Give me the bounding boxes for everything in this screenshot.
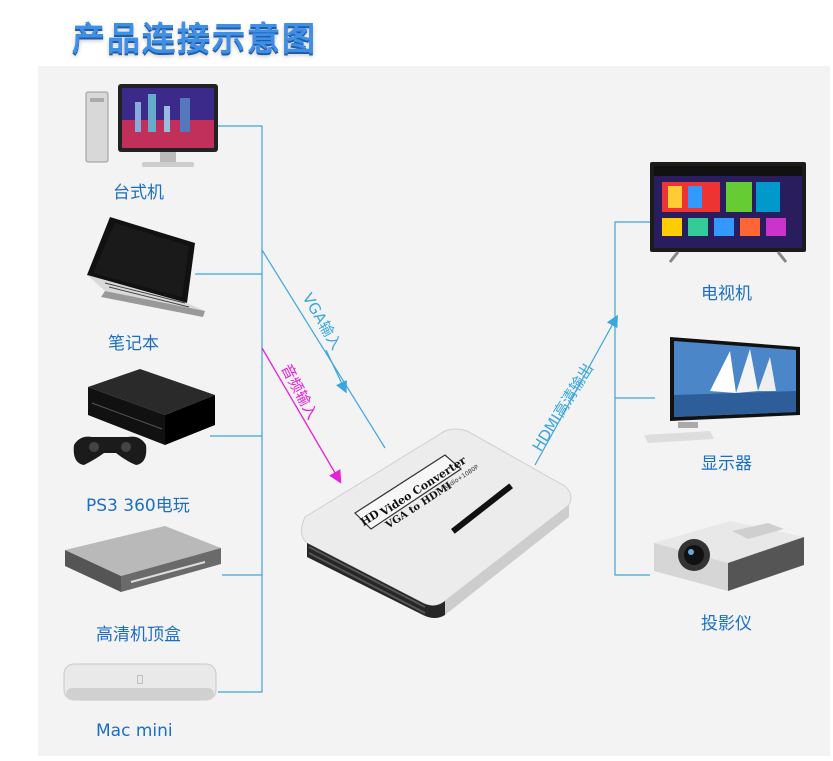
laptop-icon (87, 217, 205, 317)
input-label-desktop: 台式机 (113, 183, 164, 203)
converter-device (301, 428, 572, 618)
mac-mini-icon:  (63, 663, 217, 701)
audio-input-line (261, 347, 342, 484)
page-title: 产品连接示意图 (72, 19, 317, 58)
desktop-computer-icon (85, 84, 218, 167)
svg-text::  (137, 674, 143, 685)
output-label-monitor: 显示器 (701, 454, 752, 474)
output-label-tv: 电视机 (701, 284, 752, 304)
input-label-game-console: PS3 360电玩 (86, 496, 190, 516)
set-top-box-icon (65, 526, 221, 592)
monitor-icon (644, 337, 800, 443)
input-label-mac-mini: Mac mini (96, 721, 173, 741)
input-bus-line (218, 125, 263, 693)
input-label-set-top-box: 高清机顶盒 (96, 625, 181, 645)
projector-icon (654, 521, 804, 591)
tv-icon (650, 162, 806, 263)
output-label-projector: 投影仪 (701, 614, 752, 634)
vga-input-line (261, 249, 386, 449)
input-label-laptop: 笔记本 (108, 334, 159, 354)
hdmi-output-line (534, 314, 618, 466)
game-console-icon (73, 369, 215, 465)
